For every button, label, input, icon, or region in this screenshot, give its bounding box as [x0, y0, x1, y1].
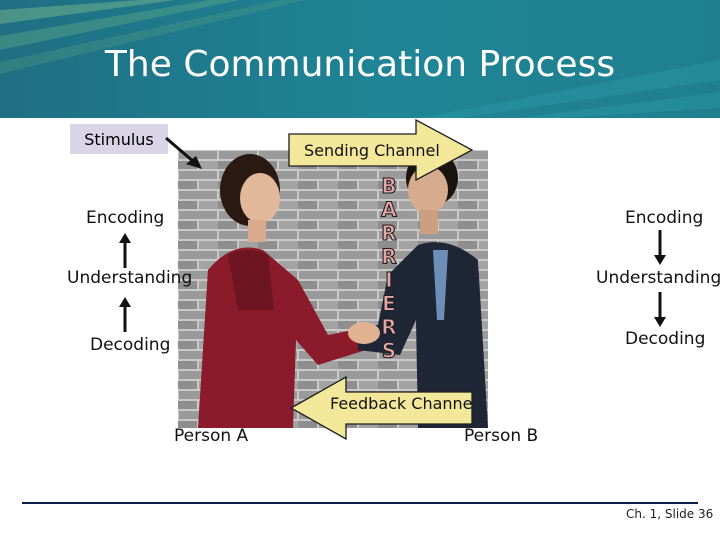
- stimulus-label: Stimulus: [84, 130, 154, 149]
- stimulus-pointer-arrow: [164, 134, 204, 172]
- right-encoding-label: Encoding: [625, 208, 703, 228]
- right-down-arrow-2: [653, 292, 667, 328]
- left-up-arrow-1: [118, 232, 132, 268]
- left-up-arrow-2: [118, 296, 132, 332]
- barrier-letter: E: [382, 292, 396, 316]
- feedback-channel-label: Feedback Channe: [330, 394, 473, 413]
- right-understanding-label: Understanding: [596, 268, 720, 288]
- barrier-letter: I: [385, 268, 392, 292]
- barrier-letter: S: [382, 339, 396, 363]
- person-a-label: Person A: [174, 426, 248, 446]
- slide-title: The Communication Process: [0, 44, 720, 85]
- barrier-letter: R: [381, 245, 396, 269]
- left-understanding-label: Understanding: [67, 268, 192, 288]
- barrier-letter: R: [381, 315, 396, 339]
- right-down-arrow-1: [653, 230, 667, 266]
- header-band: The Communication Process: [0, 0, 720, 118]
- left-decoding-label: Decoding: [90, 335, 170, 355]
- slide-number: Ch. 1, Slide 36: [626, 507, 713, 521]
- person-b-label: Person B: [464, 426, 538, 446]
- barrier-letter: R: [381, 221, 396, 245]
- stimulus-box: Stimulus: [70, 124, 168, 154]
- barrier-letter: A: [381, 198, 397, 222]
- left-encoding-label: Encoding: [86, 208, 164, 228]
- right-decoding-label: Decoding: [625, 329, 705, 349]
- sending-channel-label: Sending Channel: [304, 141, 440, 160]
- footer-divider: [22, 502, 698, 504]
